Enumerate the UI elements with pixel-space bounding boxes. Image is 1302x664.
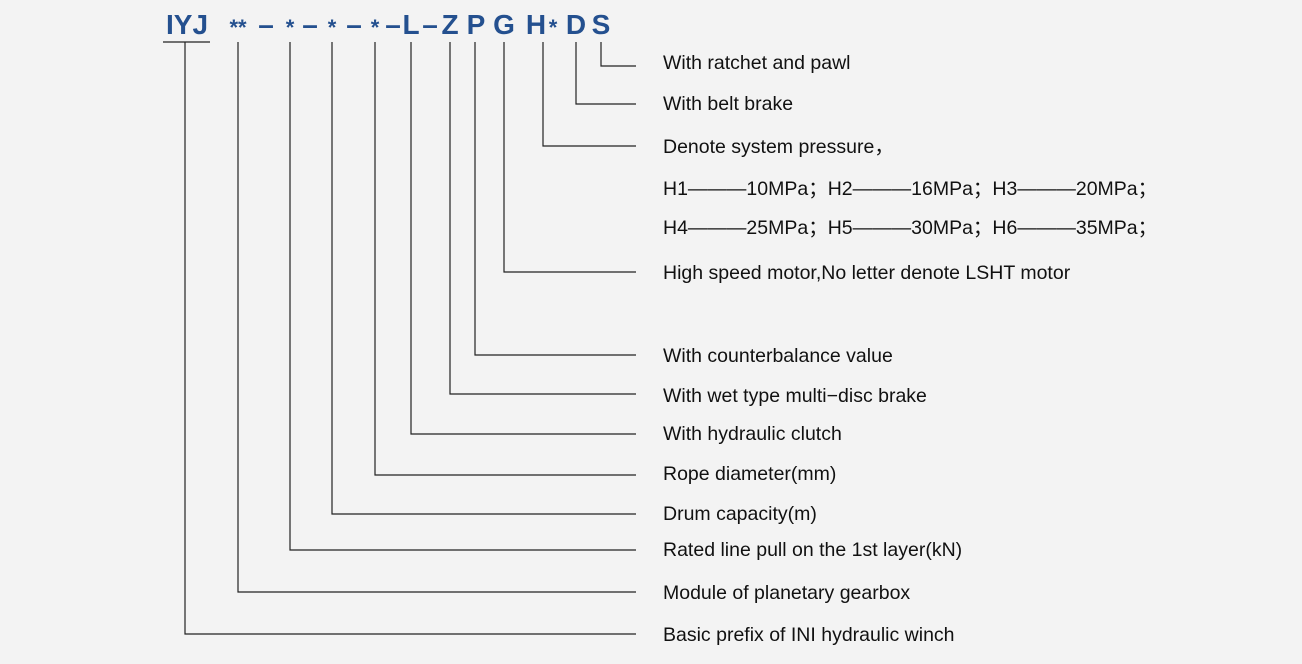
desc-gearbox-module: Module of planetary gearbox [663,582,911,604]
code-belt-brake-letter: D [565,9,587,40]
desc-pressure-values-1: H1———10MPa；H2———16MPa；H3———20MPa； [663,178,1158,200]
leader-line-pull [289,42,636,551]
desc-ratchet: With ratchet and pawl [663,52,851,74]
leader-belt-brake [575,42,636,105]
desc-counterbalance: With counterbalance value [663,345,893,367]
code-prefix: IYJ [165,9,209,40]
leader-high-speed [503,42,636,273]
leader-pressure [542,42,636,147]
code-ratchet-letter: S [591,9,611,40]
desc-wet-brake: With wet type multi−disc brake [663,385,927,407]
code-separator: – [302,9,318,40]
code-pressure-letter: H [525,9,547,40]
code-separator: – [346,9,362,40]
leader-drum [331,42,636,515]
leader-module [237,42,636,593]
code-drum-placeholder: * [327,15,337,40]
desc-line-pull: Rated line pull on the 1st layer(kN) [663,539,963,561]
leader-rope [374,42,636,476]
code-separator: – [422,9,438,40]
code-rope-placeholder: * [370,15,380,40]
code-line-pull-placeholder: * [285,15,295,40]
desc-pressure-title: Denote system pressure， [663,136,894,158]
leader-ratchet [600,42,636,67]
code-pressure-placeholder: * [548,15,558,40]
leader-clutch [410,42,636,435]
code-wet-brake-letter: Z [441,9,459,40]
code-module-placeholder: ** [229,15,247,40]
leader-counterbalance [474,42,636,356]
desc-belt-brake: With belt brake [663,93,794,115]
desc-hydraulic-clutch: With hydraulic clutch [663,423,842,445]
desc-pressure-values-2: H4———25MPa；H5———30MPa；H6———35MPa； [663,217,1158,239]
desc-high-speed-motor: High speed motor,No letter denote LSHT m… [663,262,1071,284]
desc-drum-capacity: Drum capacity(m) [663,503,817,525]
leader-prefix [184,42,636,635]
desc-basic-prefix: Basic prefix of INI hydraulic winch [663,624,955,646]
leader-wet-brake [449,42,636,395]
code-separator: – [385,9,401,40]
desc-rope-diameter: Rope diameter(mm) [663,463,837,485]
code-separator: – [258,9,274,40]
code-clutch-letter: L [402,9,420,40]
code-high-speed-letter: G [493,9,515,40]
code-counterbalance-letter: P [466,9,486,40]
